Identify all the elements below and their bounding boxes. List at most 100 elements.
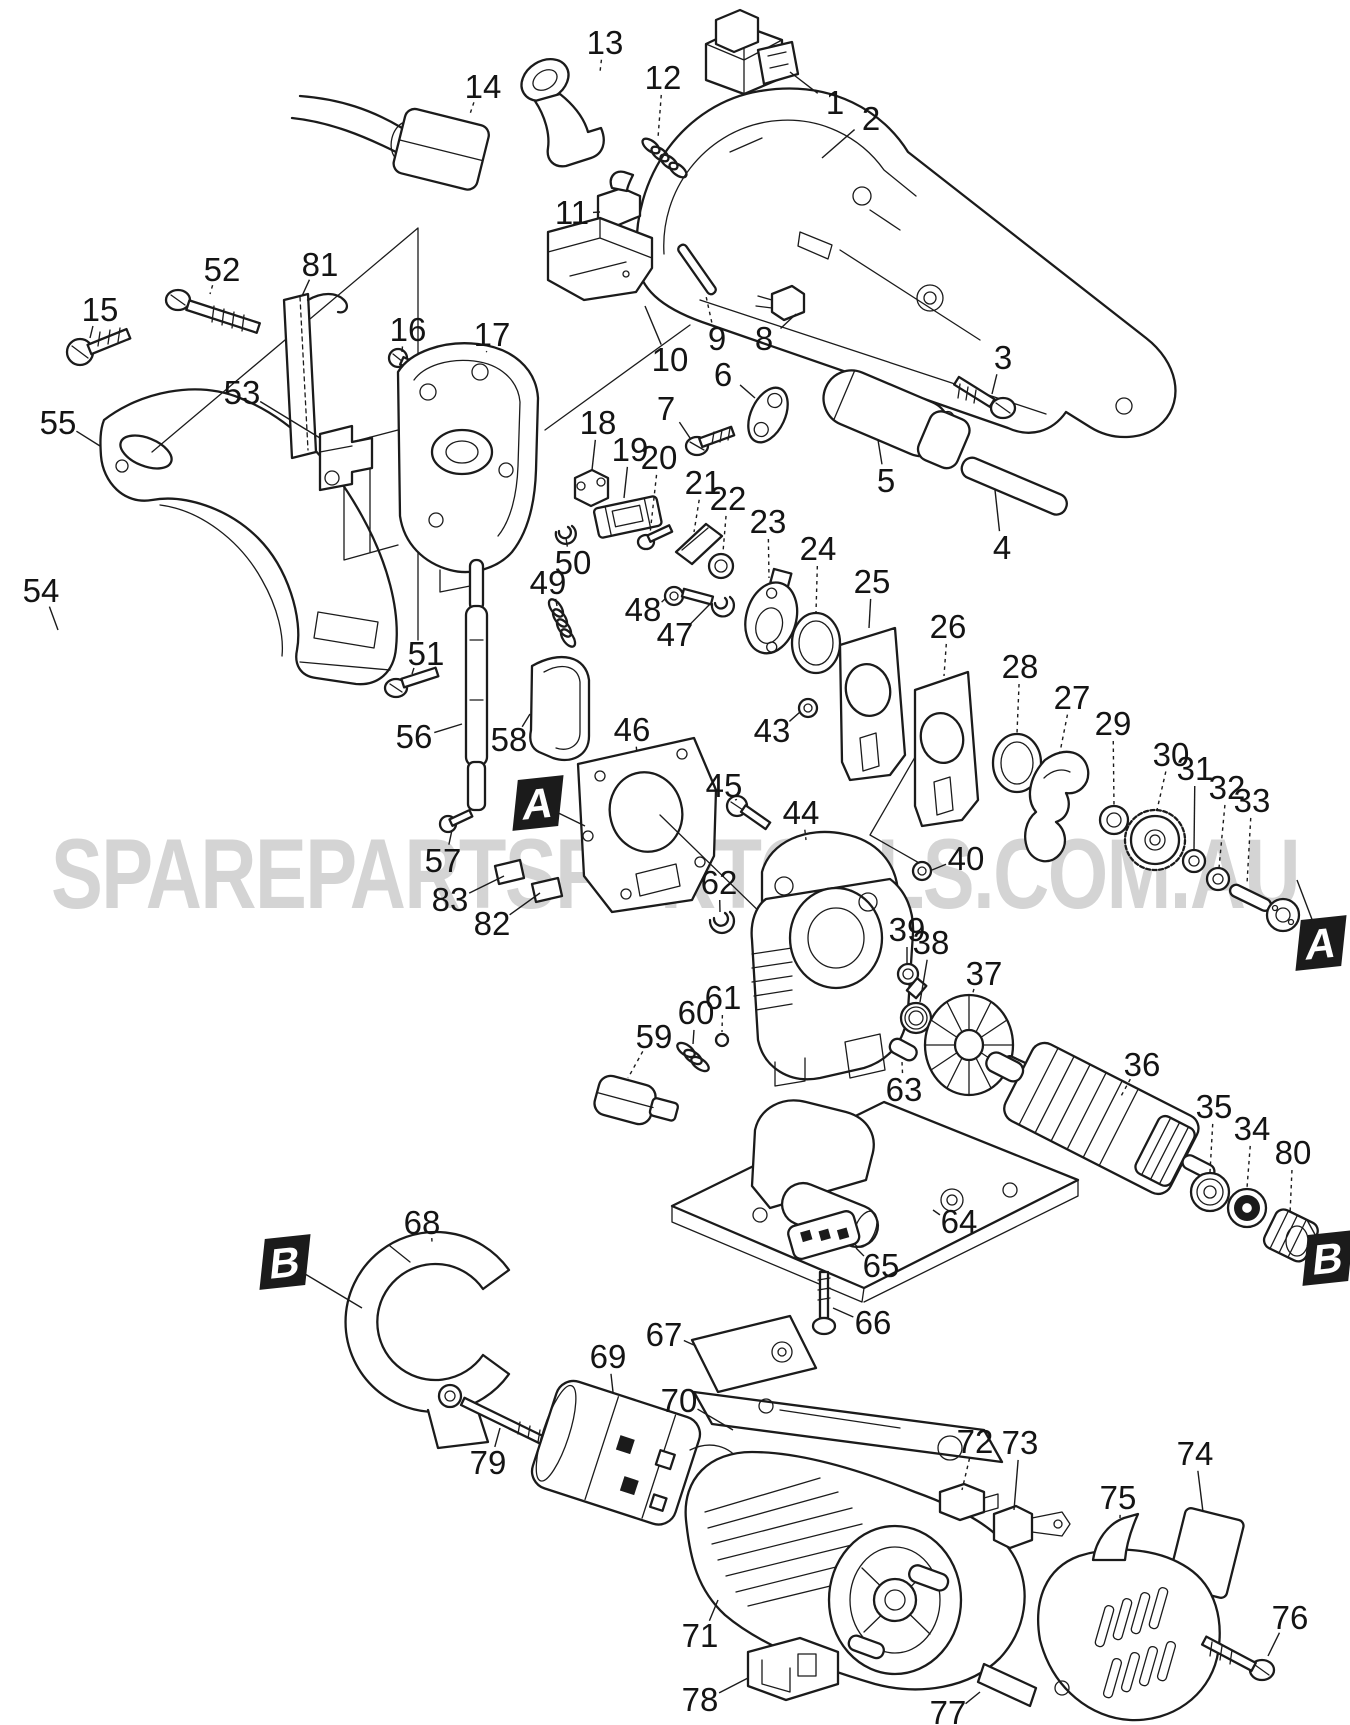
leader-line-20 (649, 474, 658, 535)
bearing-34 (1226, 1187, 1268, 1229)
leader-line-64 (932, 1209, 941, 1216)
leader-line-67 (683, 1339, 697, 1347)
part-label-73: 73 (1002, 1424, 1039, 1461)
part-label-12: 12 (645, 59, 682, 96)
part-label-64: 64 (941, 1203, 978, 1240)
screw-51 (383, 666, 440, 699)
part-label-65: 65 (863, 1247, 900, 1284)
link-6 (747, 386, 789, 444)
leader-line-77 (965, 1691, 981, 1705)
washer-32 (1205, 866, 1231, 892)
leader-line-60 (692, 1029, 695, 1045)
part-label-77: 77 (930, 1694, 967, 1725)
bearing-22 (707, 552, 735, 580)
leader-line-48 (661, 597, 667, 603)
armature-36 (985, 1041, 1216, 1196)
part-label-18: 18 (580, 404, 617, 441)
leader-line-1 (789, 71, 819, 94)
leader-line-10 (644, 305, 662, 345)
blade-guide-58 (529, 655, 591, 762)
part-label-11: 11 (555, 194, 589, 231)
leader-line-46 (635, 746, 638, 755)
leader-line-9 (705, 295, 713, 323)
c-ring-62 (708, 910, 736, 935)
part-label-7: 7 (657, 390, 675, 427)
part-label-20: 20 (641, 439, 678, 476)
leader-line-81 (301, 279, 311, 297)
bolt-79 (437, 1383, 556, 1450)
terminal-block-8 (755, 284, 806, 322)
part-label-10: 10 (652, 341, 689, 378)
handle-housing (635, 87, 1177, 439)
part-label-29: 29 (1095, 705, 1132, 742)
leader-line-18 (591, 439, 597, 471)
leader-line-54 (48, 606, 59, 631)
part-label-60: 60 (678, 994, 715, 1031)
screw-20 (636, 524, 674, 551)
strip-83 (493, 858, 526, 886)
connector-72 (938, 1482, 999, 1522)
clamp-53 (318, 424, 374, 492)
leader-line-8 (780, 313, 797, 330)
plate-25 (838, 626, 949, 869)
part-label-47: 47 (657, 616, 694, 653)
leader-line-34 (1246, 1145, 1251, 1189)
knob-59 (593, 1074, 680, 1126)
leader-line-33 (1246, 817, 1252, 885)
leader-line-57 (448, 829, 453, 845)
part-label-5: 5 (877, 462, 895, 499)
clamp-18 (573, 468, 610, 508)
part-label-31: 31 (1177, 750, 1214, 787)
leader-line-22 (722, 515, 727, 553)
leader-line-83 (468, 875, 505, 894)
leader-line-59 (627, 1051, 644, 1079)
leader-line-82 (509, 892, 541, 916)
part-label-76: 76 (1272, 1599, 1309, 1636)
section-marker-a: A (1295, 915, 1347, 971)
plate-21 (674, 522, 724, 566)
part-label-39: 39 (889, 911, 926, 948)
part-label-14: 14 (465, 68, 502, 105)
part-label-72: 72 (957, 1423, 994, 1460)
part-label-75: 75 (1100, 1479, 1137, 1516)
ring-24 (790, 611, 842, 675)
leader-lines (48, 59, 1329, 1705)
part-label-16: 16 (390, 311, 427, 348)
part-label-59: 59 (636, 1018, 673, 1055)
leader-line-13 (599, 59, 603, 73)
part-label-70: 70 (661, 1382, 698, 1419)
terminal-73 (992, 1504, 1071, 1550)
leader-line-29 (1112, 740, 1115, 807)
leader-line-49 (554, 598, 558, 607)
holder-78 (746, 1636, 840, 1702)
leader-line-43 (788, 711, 801, 722)
part-label-50: 50 (555, 544, 592, 581)
plate-26 (913, 670, 980, 828)
ring-61 (714, 1032, 730, 1048)
leader-line-78 (718, 1677, 749, 1694)
rear-cover-75 (1037, 1512, 1221, 1722)
part-label-22: 22 (710, 480, 747, 517)
leader-line-51 (411, 667, 415, 675)
part-label-81: 81 (302, 246, 339, 283)
part-label-45: 45 (706, 767, 743, 804)
line-art (65, 8, 1319, 1722)
part-label-79: 79 (470, 1444, 507, 1481)
part-label-32: 32 (1209, 769, 1246, 806)
screw-52 (164, 288, 261, 334)
leader-line-58 (521, 713, 531, 728)
leader-line-79 (494, 1427, 501, 1448)
leader-line-73 (1013, 1459, 1019, 1511)
leader-line-27 (1059, 714, 1069, 753)
spring-49 (547, 598, 577, 648)
part-label-19: 19 (612, 431, 649, 468)
part-label-67: 67 (646, 1316, 683, 1353)
spring-12 (641, 137, 688, 179)
part-label-24: 24 (800, 530, 837, 567)
pin-9 (677, 243, 717, 296)
part-label-58: 58 (491, 721, 528, 758)
leader-line-69 (610, 1373, 614, 1393)
rod-56 (464, 558, 489, 812)
leader-line-37 (971, 988, 975, 997)
